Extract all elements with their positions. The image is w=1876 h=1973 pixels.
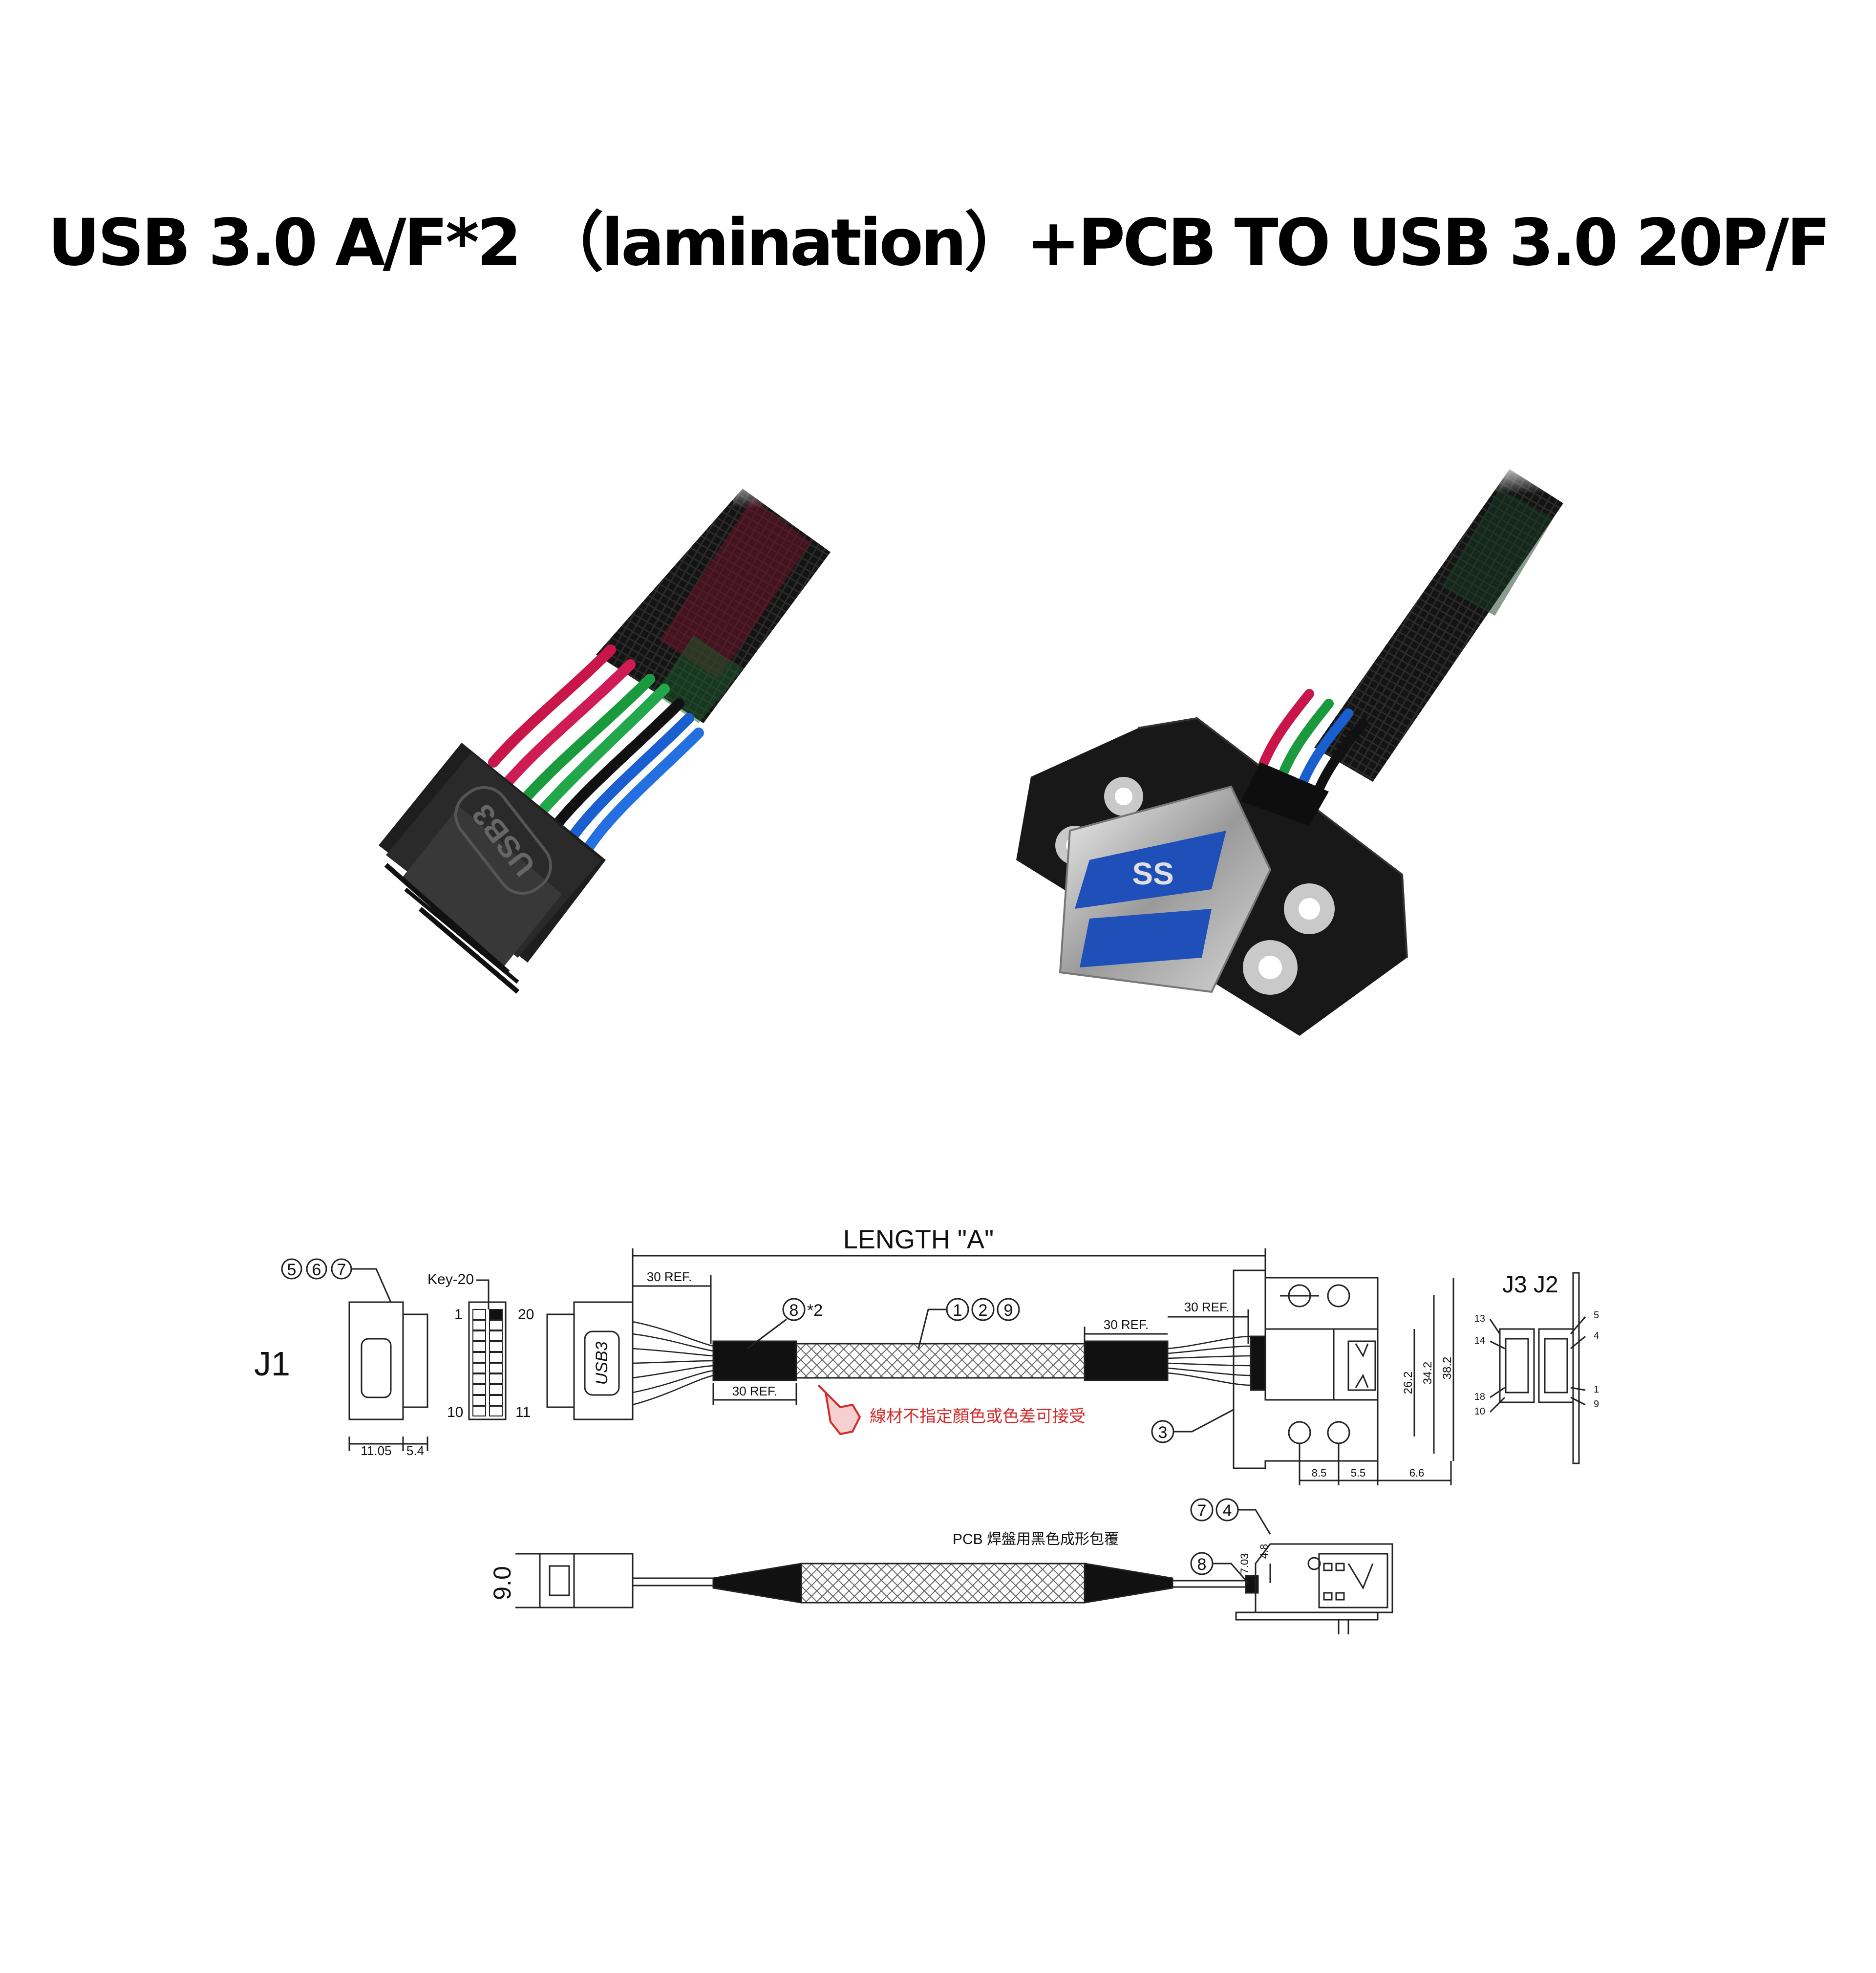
usb3-drawing-label: USB3 <box>593 1342 611 1385</box>
dim-26-2: 26.2 <box>1402 1372 1415 1394</box>
pin-9-label: 9 <box>1594 1399 1599 1410</box>
pin-1-right-label: 1 <box>1594 1384 1599 1395</box>
length-dimension: LENGTH "A" <box>632 1225 1266 1329</box>
braided-sleeve-right <box>1314 459 1593 782</box>
pin-10-label: 10 <box>447 1404 463 1420</box>
j3-j2-front-view: 13 14 18 10 5 4 1 9 <box>1474 1272 1599 1464</box>
mounting-hole <box>1243 940 1298 995</box>
ref-30-right-top-2: 30 REF. <box>1168 1300 1249 1344</box>
callout-group-side: 7 4 8 <box>1190 1498 1271 1584</box>
pointing-hand-icon <box>817 1384 861 1436</box>
callout-8-x2: 8 *2 <box>747 1298 823 1350</box>
j1-side-view: 11.05 5.4 <box>348 1301 428 1458</box>
bottom-dimensions: 8.5 5.5 6.6 <box>1299 1444 1452 1485</box>
side-view-assembly: 9.0 7.03 4.8 <box>489 1543 1393 1634</box>
wire-color-note: 線材不指定顏色或色差可接受 <box>870 1407 1086 1426</box>
dim-5-4: 5.4 <box>406 1443 424 1458</box>
pin-1-label: 1 <box>454 1307 463 1323</box>
callout-7: 7 <box>337 1261 346 1279</box>
vertical-dimensions: 26.2 34.2 38.2 <box>1402 1278 1454 1461</box>
dual-usb-a-receptacle: SS <box>1059 785 1272 993</box>
heat-shrink-left <box>712 1340 797 1381</box>
dim-4-8: 4.8 <box>1258 1544 1270 1559</box>
dim-9-0: 9.0 <box>489 1566 516 1600</box>
usb-ss-logo: SS <box>1132 856 1173 891</box>
callout-group-cable: 1 2 9 <box>917 1298 1020 1349</box>
j1-label: J1 <box>254 1345 290 1383</box>
photo-20p-connector: USB3 <box>379 469 860 994</box>
colored-wires-left <box>488 644 704 865</box>
technical-drawing: LENGTH "A" J1 5 6 7 11.05 5.4 Key-20 <box>254 1225 1599 1634</box>
ref-30-label: 30 REF. <box>647 1269 692 1284</box>
pcb-top-view <box>1233 1269 1379 1469</box>
wires-left <box>632 1321 714 1406</box>
j1-top-view: USB3 <box>546 1301 634 1420</box>
heat-shrink-right <box>1084 1340 1169 1381</box>
ref-30-label: 30 REF. <box>732 1384 778 1398</box>
callout-8: 8 <box>789 1301 799 1320</box>
callout-2: 2 <box>979 1301 988 1320</box>
callout-3-label: 3 <box>1158 1423 1168 1442</box>
callout-group-j1: 5 6 7 <box>281 1258 392 1303</box>
j1-pin-face: Key-20 1 20 10 11 <box>427 1271 534 1420</box>
dim-38-2: 38.2 <box>1441 1357 1454 1380</box>
wires-right <box>1167 1335 1251 1386</box>
ref-30-left-bottom: 30 REF. <box>712 1383 797 1405</box>
pin-11-label: 11 <box>515 1404 531 1420</box>
pin-14-label: 14 <box>1474 1335 1485 1346</box>
callout-1: 1 <box>953 1301 962 1320</box>
dim-6-6: 6.6 <box>1409 1467 1425 1479</box>
callout-6: 6 <box>312 1261 321 1279</box>
ref-30-label: 30 REF. <box>1104 1317 1149 1332</box>
pin-20-label: 20 <box>518 1307 534 1323</box>
ref-30-right-top: 30 REF. <box>1084 1317 1168 1341</box>
mounting-hole <box>1284 883 1335 934</box>
dim-7-03: 7.03 <box>1238 1553 1251 1574</box>
callout-4-side: 4 <box>1223 1501 1232 1520</box>
callout-5: 5 <box>287 1261 297 1279</box>
ref-30-left-top: 30 REF. <box>633 1269 712 1344</box>
j3-j2-label: J3 J2 <box>1502 1272 1558 1298</box>
braided-sleeve-left <box>596 469 860 723</box>
pin-13-label: 13 <box>1474 1313 1485 1324</box>
pin-10-right-label: 10 <box>1474 1406 1485 1417</box>
dim-5-5: 5.5 <box>1351 1467 1366 1479</box>
callout-7-side: 7 <box>1197 1501 1207 1520</box>
overmold-block <box>1241 762 1329 826</box>
dim-34-2: 34.2 <box>1421 1362 1434 1385</box>
callout-8-side: 8 <box>1197 1555 1207 1574</box>
callout-9: 9 <box>1004 1301 1013 1320</box>
photo-pcb-dual-usb: SS <box>1016 459 1593 1036</box>
callout-8-suffix: *2 <box>807 1301 823 1320</box>
dim-11-05: 11.05 <box>361 1443 391 1458</box>
pcb-overmold-note: PCB 焊盤用黑色成形包覆 <box>953 1531 1119 1547</box>
length-label: LENGTH "A" <box>843 1225 994 1254</box>
pin-18-label: 18 <box>1474 1392 1485 1402</box>
key-label: Key-20 <box>427 1271 474 1287</box>
callout-3: 3 <box>1151 1409 1234 1443</box>
braided-sleeve-drawing <box>795 1343 1086 1379</box>
page-title: USB 3.0 A/F*2 （lamination）+PCB TO USB 3.… <box>47 205 1831 280</box>
usb3-header-connector: USB3 <box>379 743 606 994</box>
dim-8-5: 8.5 <box>1312 1467 1327 1479</box>
pin-5-label: 5 <box>1594 1310 1599 1321</box>
pin-4-label: 4 <box>1594 1330 1599 1341</box>
ref-30-label: 30 REF. <box>1184 1300 1230 1314</box>
mounting-hole <box>1104 777 1143 816</box>
